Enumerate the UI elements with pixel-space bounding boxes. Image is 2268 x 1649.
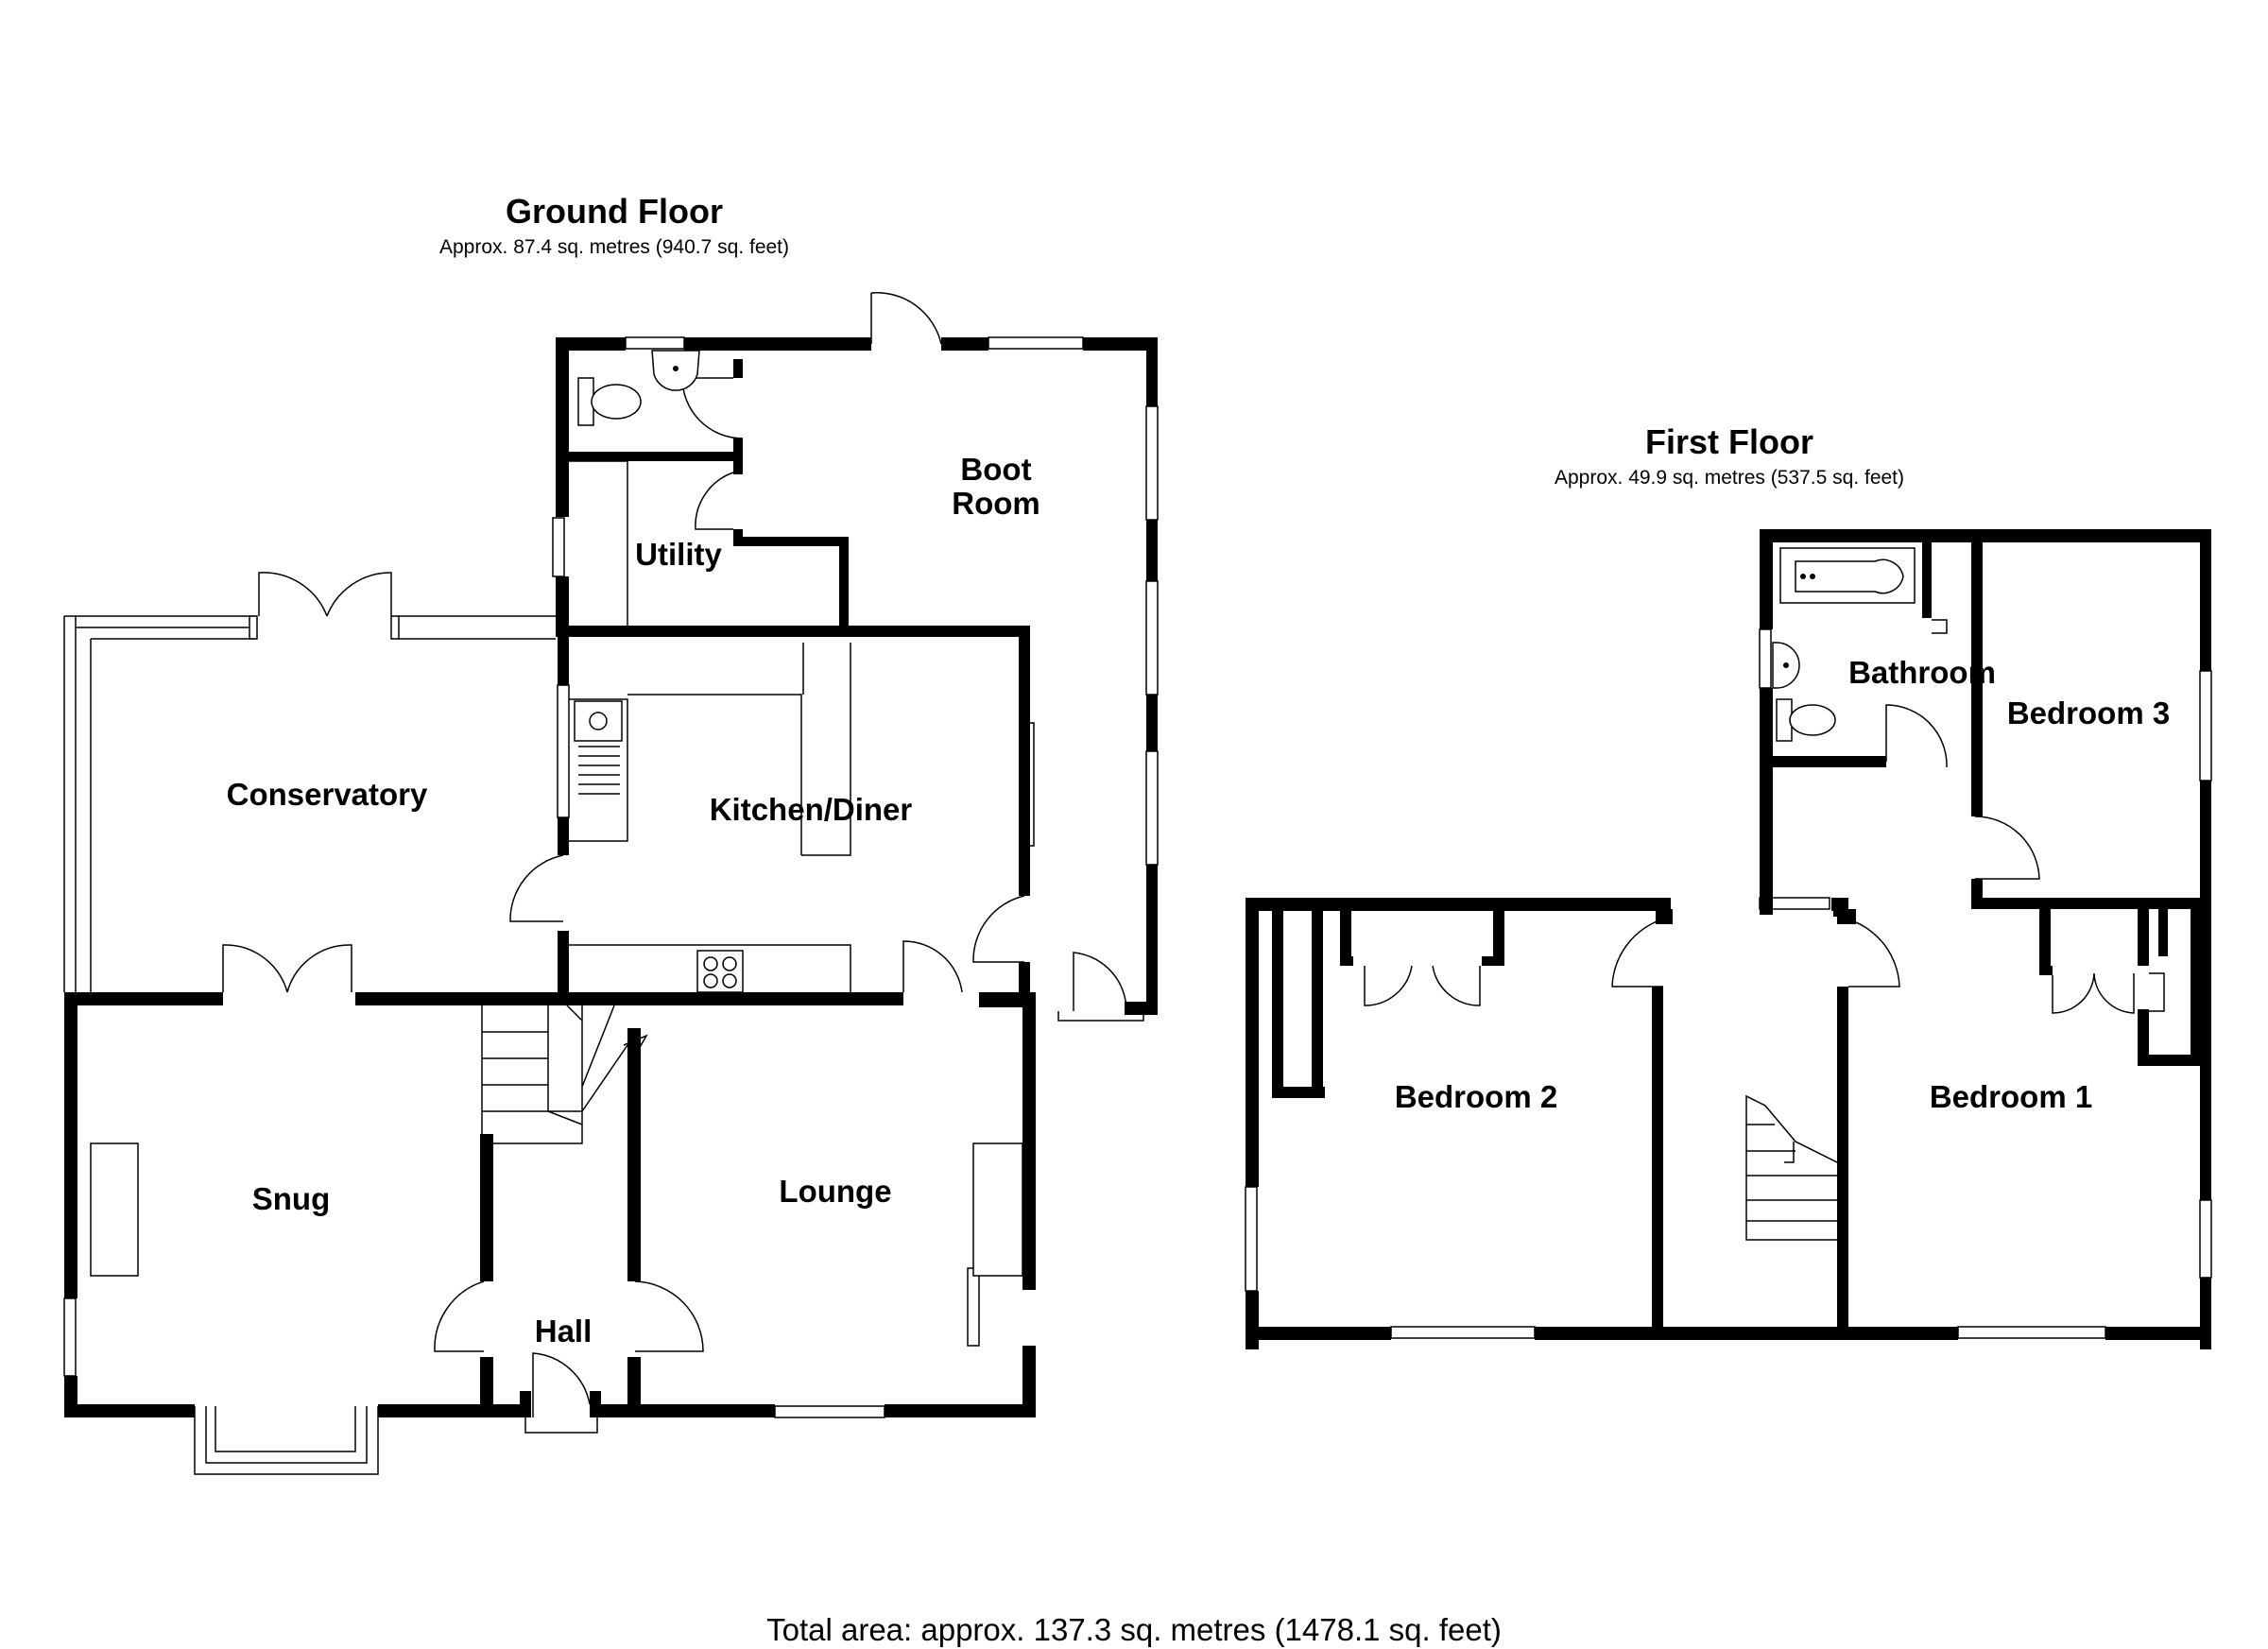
room-label-bedroom-3: Bedroom 3 [2007, 696, 2170, 730]
first-floor-plan: Bathroom Bedroom 3 Bedroom 2 Bedroom 1 [1245, 529, 2212, 1349]
ground-floor-area: Approx. 87.4 sq. metres (940.7 sq. feet) [439, 236, 789, 258]
ground-room-labels: Boot Room Utility Conservatory Kitchen/D… [227, 452, 1040, 1348]
room-label-bathroom: Bathroom [1848, 655, 1996, 690]
first-floor-area: Approx. 49.9 sq. metres (537.5 sq. feet) [1555, 467, 1904, 489]
first-fixtures [1745, 547, 1916, 1241]
ground-fixtures [90, 350, 1023, 1277]
room-label-hall: Hall [535, 1314, 593, 1348]
room-label-lounge: Lounge [779, 1174, 891, 1209]
first-windows [1245, 628, 2212, 1339]
ground-floor-title: Ground Floor [506, 192, 723, 231]
ground-floor-plan: Boot Room Utility Conservatory Kitchen/D… [63, 292, 1159, 1475]
room-label-bedroom-1: Bedroom 1 [1930, 1079, 2092, 1114]
room-label-boot-2: Room [952, 486, 1040, 521]
ground-walls [64, 337, 1158, 1417]
total-area: Total area: approx. 137.3 sq. metres (14… [766, 1612, 1502, 1647]
room-label-boot-1: Boot [960, 452, 1031, 487]
bay-window [194, 1406, 379, 1475]
room-label-snug: Snug [252, 1181, 330, 1216]
room-label-kitchen: Kitchen/Diner [710, 792, 913, 827]
first-doors [1364, 619, 2165, 1014]
conservatory-frame [63, 615, 556, 992]
room-label-utility: Utility [635, 537, 722, 572]
room-label-bedroom-2: Bedroom 2 [1395, 1079, 1557, 1114]
room-label-conservatory: Conservatory [227, 777, 428, 812]
first-walls [1246, 529, 2211, 1349]
first-room-labels: Bathroom Bedroom 3 Bedroom 2 Bedroom 1 [1395, 655, 2170, 1114]
first-floor-title: First Floor [1645, 422, 1813, 461]
